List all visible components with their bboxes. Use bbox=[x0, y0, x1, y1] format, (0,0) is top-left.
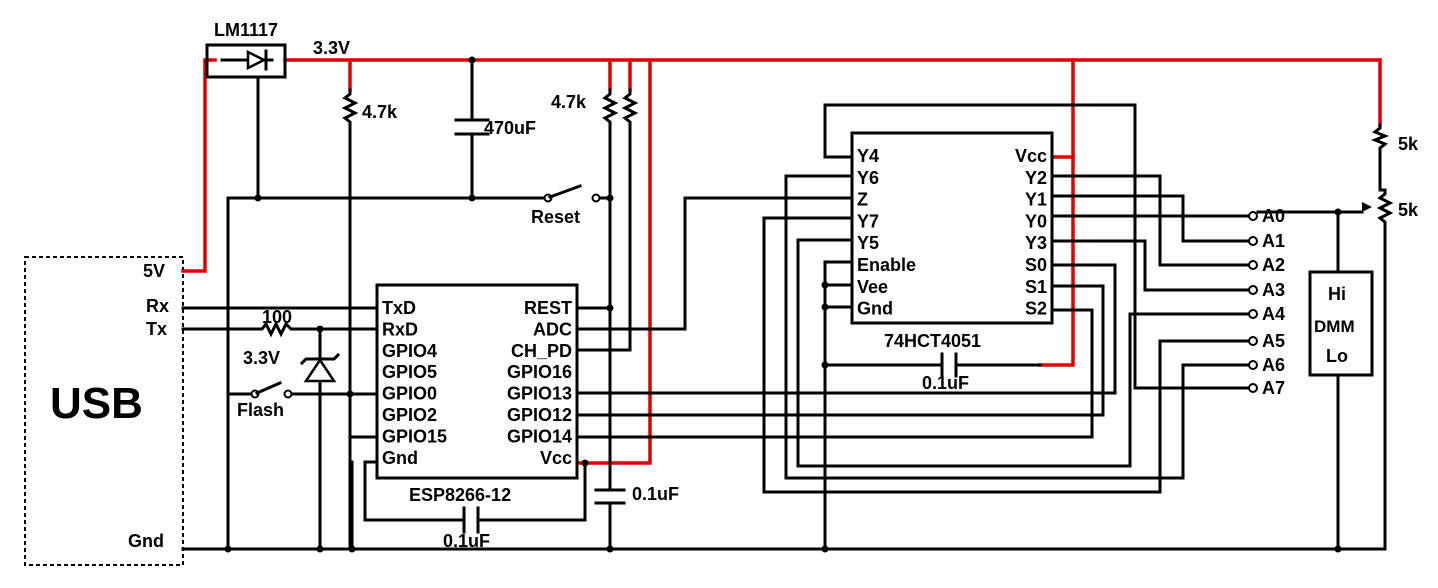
resistor-pullup-2-label: 4.7k bbox=[551, 92, 587, 112]
switch-reset-label: Reset bbox=[531, 207, 580, 227]
usb-connector: USB 5V Rx Tx Gnd bbox=[24, 256, 184, 566]
mux-pin-vcc: Vcc bbox=[1015, 146, 1047, 166]
input-terminal-a4 bbox=[1248, 309, 1258, 319]
mux-pin-s0: S0 bbox=[1025, 255, 1047, 275]
mux-pin-y3: Y3 bbox=[1025, 233, 1047, 253]
input-terminal-a2 bbox=[1248, 260, 1258, 270]
esp-pin-vcc: Vcc bbox=[540, 448, 572, 468]
usb-pin-rx: Rx bbox=[146, 296, 169, 316]
input-label-a7: A7 bbox=[1262, 378, 1285, 398]
input-terminal-a5 bbox=[1248, 336, 1258, 346]
resistor-series-label: 100 bbox=[262, 307, 292, 327]
regulator-lm1117: LM1117 3.3V bbox=[205, 20, 350, 200]
mux-pin-enable: Enable bbox=[857, 255, 916, 275]
input-label-a2: A2 bbox=[1262, 255, 1285, 275]
resistor-pullup-1: 4.7k bbox=[341, 88, 398, 127]
zener-diode: 3.3V bbox=[243, 348, 341, 383]
esp-pin-gpio16: GPIO16 bbox=[507, 362, 572, 382]
input-label-a5: A5 bbox=[1262, 331, 1285, 351]
esp-pin-rxd: RxD bbox=[382, 319, 418, 339]
mux-name: 74HCT4051 bbox=[884, 331, 981, 351]
mux-pin-z: Z bbox=[857, 190, 868, 210]
resistor-pullup-2: 4.7k bbox=[551, 88, 619, 127]
input-label-a3: A3 bbox=[1262, 280, 1285, 300]
resistor-top-5k: 5k bbox=[1370, 123, 1419, 154]
input-label-a0: A0 bbox=[1262, 206, 1285, 226]
mux-pin-y4: Y4 bbox=[857, 146, 879, 166]
input-terminal-a1 bbox=[1248, 236, 1258, 246]
mux-pin-y2: Y2 bbox=[1025, 168, 1047, 188]
wiring bbox=[181, 58, 1387, 551]
regulator-label: LM1117 bbox=[214, 20, 278, 40]
capacitor-bulk-label: 470uF bbox=[484, 118, 536, 138]
esp-pin-rest: REST bbox=[524, 298, 572, 318]
capacitor-vcc-decoupling: 0.1uF bbox=[594, 484, 679, 505]
esp-pin-txd: TxD bbox=[382, 298, 416, 318]
esp-pin-gpio5: GPIO5 bbox=[382, 362, 437, 382]
junction-dots bbox=[224, 56, 1342, 553]
capacitor-bulk-470uf: 470uF bbox=[454, 118, 536, 138]
input-terminal-a6 bbox=[1248, 360, 1258, 370]
esp-name: ESP8266-12 bbox=[409, 485, 511, 505]
input-label-a6: A6 bbox=[1262, 355, 1285, 375]
dmm-hi-label: Hi bbox=[1328, 284, 1346, 304]
resistor-top-label: 5k bbox=[1398, 134, 1419, 154]
resistor-pullup-1-label: 4.7k bbox=[362, 102, 398, 122]
mux-pin-y1: Y1 bbox=[1025, 190, 1047, 210]
mux-pin-s1: S1 bbox=[1025, 277, 1047, 297]
switch-reset: Reset bbox=[531, 184, 601, 227]
input-terminal-a3 bbox=[1248, 285, 1258, 295]
esp-pin-ch-pd: CH_PD bbox=[511, 341, 572, 361]
mux-pin-s2: S2 bbox=[1025, 299, 1047, 319]
mux-pin-gnd: Gnd bbox=[857, 299, 893, 319]
esp-pin-gpio14: GPIO14 bbox=[507, 426, 572, 446]
mux-pin-y0: Y0 bbox=[1025, 211, 1047, 231]
capacitor-mux-decoupling: 0.1uF bbox=[922, 352, 969, 393]
zener-label: 3.3V bbox=[243, 348, 280, 368]
esp-pin-gpio0: GPIO0 bbox=[382, 384, 437, 404]
dmm-meter: Hi DMM Lo bbox=[1308, 270, 1374, 377]
input-terminal-a7 bbox=[1248, 383, 1258, 393]
potentiometer-5k: 5k bbox=[1362, 188, 1419, 230]
resistor-series-100: 100 bbox=[256, 307, 297, 338]
esp-pin-gpio2: GPIO2 bbox=[382, 405, 437, 425]
input-label-a1: A1 bbox=[1262, 231, 1285, 251]
esp-pin-gpio15: GPIO15 bbox=[382, 426, 447, 446]
regulator-output-label: 3.3V bbox=[313, 38, 350, 58]
capacitor-mux-label: 0.1uF bbox=[922, 373, 969, 393]
power-rails bbox=[181, 58, 1382, 465]
capacitor-esp-decoupling: 0.1uF bbox=[443, 506, 490, 551]
usb-pin-5v: 5V bbox=[143, 261, 165, 281]
usb-label: USB bbox=[50, 379, 143, 428]
capacitor-vcc-label: 0.1uF bbox=[632, 484, 679, 504]
mux-pin-y6: Y6 bbox=[857, 168, 879, 188]
esp-pin-gpio13: GPIO13 bbox=[507, 384, 572, 404]
switch-flash: Flash bbox=[237, 381, 293, 420]
resistor-pullup-3 bbox=[621, 88, 639, 127]
esp-pin-gpio12: GPIO12 bbox=[507, 405, 572, 425]
esp-pin-adc: ADC bbox=[533, 319, 572, 339]
input-label-a4: A4 bbox=[1262, 304, 1285, 324]
dmm-lo-label: Lo bbox=[1326, 346, 1348, 366]
potentiometer-label: 5k bbox=[1398, 200, 1419, 220]
mux-pin-vee: Vee bbox=[857, 277, 888, 297]
mux-pin-y7: Y7 bbox=[857, 211, 879, 231]
dmm-title: DMM bbox=[1314, 317, 1355, 336]
input-terminal-a0 bbox=[1248, 211, 1258, 221]
mux-pin-y5: Y5 bbox=[857, 233, 879, 253]
usb-pin-gnd: Gnd bbox=[128, 531, 164, 551]
capacitor-esp-label: 0.1uF bbox=[443, 531, 490, 551]
esp-pin-gnd: Gnd bbox=[382, 448, 418, 468]
esp-pin-gpio4: GPIO4 bbox=[382, 341, 437, 361]
switch-flash-label: Flash bbox=[237, 400, 284, 420]
usb-pin-tx: Tx bbox=[146, 319, 167, 339]
